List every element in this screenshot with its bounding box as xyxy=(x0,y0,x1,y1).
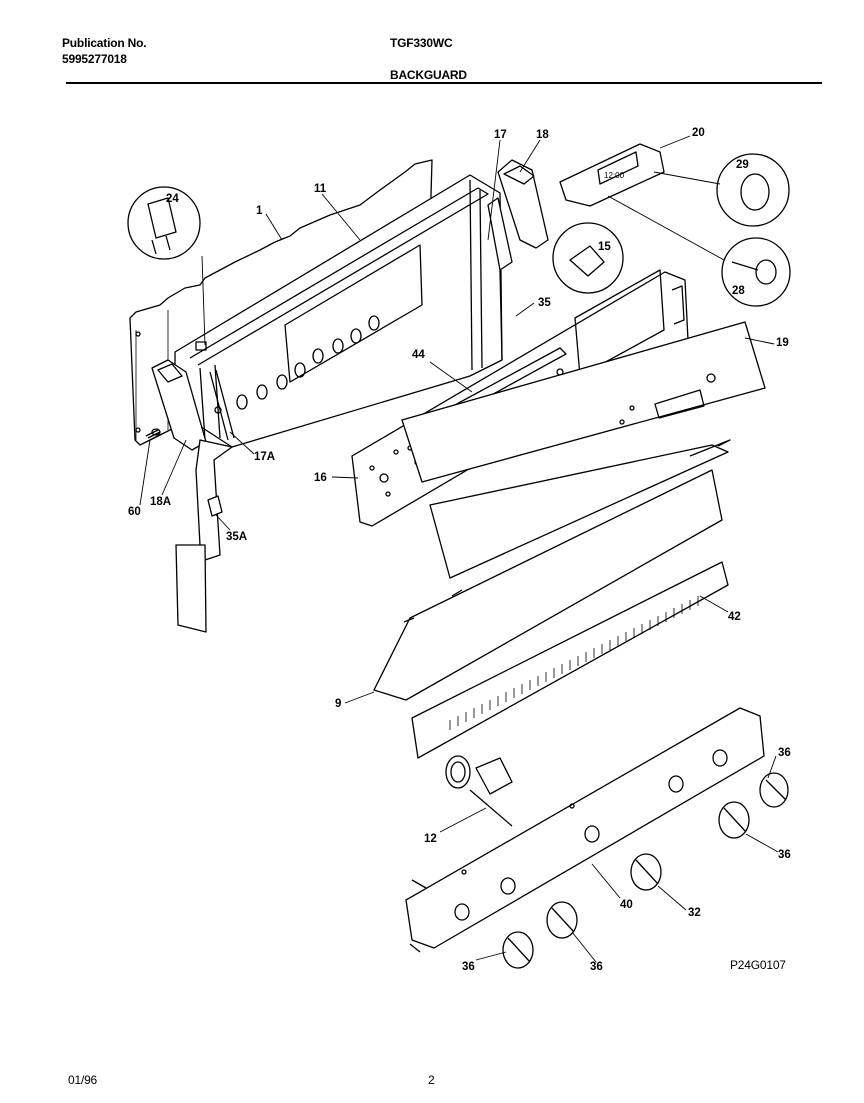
callout-42: 42 xyxy=(728,611,741,623)
vent-slots xyxy=(449,596,699,730)
section-title: BACKGUARD xyxy=(390,68,467,82)
part-overlay-panel xyxy=(401,321,766,483)
callout-20: 20 xyxy=(692,127,705,139)
callout-11: 11 xyxy=(314,183,327,195)
knob xyxy=(718,801,750,839)
detail-switch xyxy=(127,186,201,260)
knob xyxy=(546,901,578,939)
frame-knob-holes xyxy=(236,315,380,410)
detail-clock-stem xyxy=(721,237,791,307)
header-rule xyxy=(66,82,822,84)
callout-labels: 1 11 24 17 18 20 29 15 35 28 19 44 17A 1… xyxy=(128,127,791,973)
callout-12: 12 xyxy=(424,833,437,845)
part-vent-grille xyxy=(411,561,729,759)
part-manifold-panel xyxy=(405,707,765,953)
callout-36-mid: 36 xyxy=(590,961,603,973)
callout-60: 60 xyxy=(128,506,141,518)
knob xyxy=(759,772,789,808)
part-lower-trim xyxy=(373,439,731,701)
part-clock: 12:00 xyxy=(559,143,665,207)
knob xyxy=(630,853,662,891)
part-thermostat xyxy=(445,755,513,827)
publication-number: 5995277018 xyxy=(62,52,127,66)
callout-15: 15 xyxy=(598,241,611,253)
callout-36-left: 36 xyxy=(462,961,475,973)
leader-lines xyxy=(139,135,779,963)
callout-16: 16 xyxy=(314,472,327,484)
publication-label: Publication No. xyxy=(62,36,147,50)
callout-35a: 35A xyxy=(226,531,247,543)
callout-36-right: 36 xyxy=(778,849,791,861)
callout-24: 24 xyxy=(166,193,179,205)
clock-display: 12:00 xyxy=(604,171,625,180)
part-left-bracket xyxy=(175,439,233,633)
page-number: 2 xyxy=(428,1073,435,1087)
callout-36-top: 36 xyxy=(778,747,791,759)
detail-clip xyxy=(552,222,624,294)
callout-35: 35 xyxy=(538,297,551,309)
callout-18: 18 xyxy=(536,129,549,141)
callout-32: 32 xyxy=(688,907,701,919)
callout-28: 28 xyxy=(732,285,745,297)
part-screw xyxy=(145,428,163,441)
footer-date: 01/96 xyxy=(68,1073,98,1087)
knob-group xyxy=(502,772,789,969)
part-right-endcap xyxy=(487,159,549,361)
callout-9: 9 xyxy=(335,698,341,710)
callout-19: 19 xyxy=(776,337,789,349)
callout-18a: 18A xyxy=(150,496,171,508)
manifold-holes xyxy=(454,749,728,921)
detail-clock-knob xyxy=(716,153,790,227)
callout-17: 17 xyxy=(494,129,507,141)
callout-40: 40 xyxy=(620,899,633,911)
callout-44: 44 xyxy=(412,349,425,361)
callout-17a: 17A xyxy=(254,451,275,463)
knob xyxy=(502,931,534,969)
part-backguard-frame xyxy=(174,174,503,448)
drawing-id: P24G0107 xyxy=(730,958,786,972)
callout-29: 29 xyxy=(736,159,749,171)
callout-1: 1 xyxy=(256,205,263,217)
model-number: TGF330WC xyxy=(390,36,453,50)
